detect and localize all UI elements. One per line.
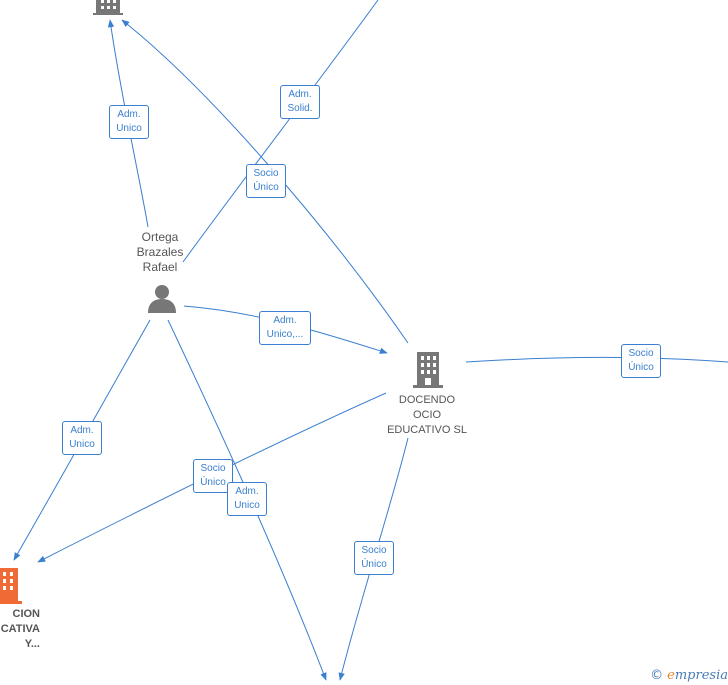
orange-company-node-label[interactable]: CION CATIVA Y...	[0, 607, 40, 652]
edge-person-topright-adm-solid	[182, 0, 379, 263]
relation-label-adm-unico-orange[interactable]: Adm. Unico	[62, 421, 102, 455]
building-icon[interactable]	[412, 352, 444, 388]
relation-role: Socio	[200, 463, 226, 474]
relation-role: Adm.	[117, 109, 141, 120]
person-name-line-1: Ortega	[141, 230, 179, 244]
relation-label-adm-unico-top[interactable]: Adm. Unico	[109, 105, 149, 139]
relation-label-adm-unico-bottom[interactable]: Adm. Unico	[227, 482, 267, 516]
person-icon[interactable]	[147, 283, 177, 313]
docendo-node-label[interactable]: DOCENDO OCIO EDUCATIVO SL	[376, 393, 478, 438]
relation-type: Unico	[234, 500, 260, 511]
relation-label-socio-unico-right[interactable]: Socio Único	[621, 344, 661, 378]
copyright-symbol: ©	[650, 668, 664, 683]
relation-label-socio-unico-top[interactable]: Socio Único	[246, 164, 286, 198]
relation-type: Unico	[69, 439, 95, 450]
edge-docendo-right-socio	[465, 357, 728, 363]
relation-label-adm-solid[interactable]: Adm. Solid.	[280, 85, 320, 119]
relation-type: Único	[253, 182, 279, 193]
person-node-label[interactable]: Ortega Brazales Rafael	[124, 230, 196, 275]
relation-role: Adm.	[273, 315, 297, 326]
orange-company-name-line-3: Y...	[24, 638, 40, 650]
relation-role: Adm.	[235, 486, 259, 497]
relation-label-socio-unico-orange[interactable]: Socio Único	[193, 459, 233, 493]
building-icon[interactable]	[0, 568, 22, 604]
empresia-watermark: ©empresia	[650, 668, 728, 683]
person-name-line-2: Brazales	[136, 245, 184, 259]
relation-role: Socio	[628, 348, 654, 359]
person-name-line-3: Rafael	[142, 260, 178, 274]
docendo-name-line-2: OCIO	[412, 409, 442, 421]
relation-role: Socio	[361, 545, 387, 556]
relation-type: Único	[361, 559, 387, 570]
docendo-name-line-1: DOCENDO	[398, 394, 456, 406]
docendo-name-line-3: EDUCATIVO SL	[387, 424, 467, 436]
relation-type: Unico,...	[266, 329, 304, 340]
relation-label-socio-unico-bottom[interactable]: Socio Único	[354, 541, 394, 575]
relation-role: Adm.	[288, 89, 312, 100]
orange-company-name-line-1: CION	[12, 608, 41, 620]
building-icon[interactable]	[93, 0, 123, 15]
brand-initial: e	[667, 668, 675, 683]
relation-type: Solid.	[287, 103, 313, 114]
orange-company-name-line-2: CATIVA	[0, 623, 40, 635]
relation-type: Único	[200, 477, 226, 488]
relation-type: Único	[628, 362, 654, 373]
brand-name: mpresia	[674, 668, 728, 683]
relation-role: Socio	[253, 168, 279, 179]
relation-label-adm-unico-docendo[interactable]: Adm. Unico,...	[259, 311, 311, 345]
relation-role: Adm.	[70, 425, 94, 436]
relation-type: Unico	[116, 123, 142, 134]
